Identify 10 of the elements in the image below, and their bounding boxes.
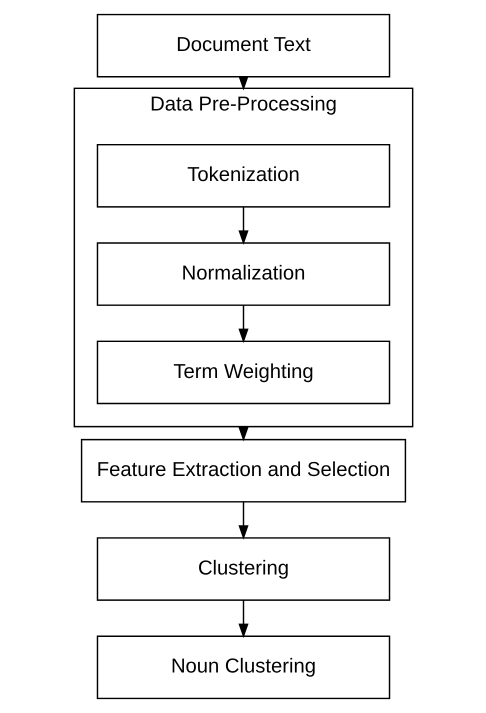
node-box: Noun Clustering <box>96 636 390 700</box>
arrow <box>238 502 248 540</box>
node-box: Feature Extraction and Selection <box>80 438 406 503</box>
node-box: Normalization <box>96 242 390 306</box>
arrow <box>238 305 248 344</box>
arrow <box>238 206 248 245</box>
arrow <box>238 600 248 638</box>
node-box: Clustering <box>96 537 390 601</box>
node-box: Term Weighting <box>96 340 390 404</box>
node-box: Tokenization <box>96 144 390 208</box>
